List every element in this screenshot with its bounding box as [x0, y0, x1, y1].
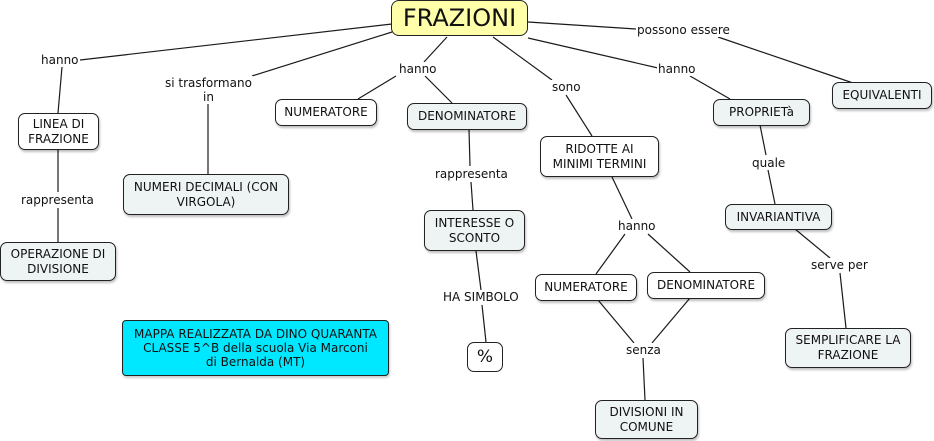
- link-label-senza: senza: [625, 343, 662, 357]
- node-semplificare-frazione[interactable]: SEMPLIFICARE LA FRAZIONE: [785, 328, 911, 368]
- link-label-hanno-center: hanno: [398, 62, 438, 76]
- link-line: [423, 36, 448, 63]
- link-label-ha-simbolo: HA SIMBOLO: [442, 290, 520, 304]
- link-line: [481, 304, 487, 343]
- node-ridotte-minimi-termini[interactable]: RIDOTTE AI MINIMI TERMINI: [540, 136, 659, 177]
- node-numeri-decimali[interactable]: NUMERI DECIMALI (CON VIRGOLA): [123, 174, 289, 215]
- link-line: [759, 124, 767, 156]
- link-label-quale: quale: [751, 156, 787, 170]
- link-line: [57, 66, 63, 114]
- link-line: [611, 176, 633, 220]
- link-line: [424, 75, 453, 104]
- link-line: [767, 169, 776, 205]
- node-operazione-di-divisione[interactable]: OPERAZIONE DI DIVISIONE: [0, 242, 116, 281]
- link-label-rappresenta-left: rappresenta: [20, 193, 95, 207]
- link-line: [79, 23, 393, 61]
- node-equivalenti[interactable]: EQUIVALENTI: [832, 82, 932, 109]
- link-line: [475, 250, 482, 291]
- link-label-possono-essere: possono essere: [636, 23, 731, 37]
- link-line: [717, 36, 857, 85]
- link-line: [595, 233, 626, 275]
- link-line: [794, 228, 831, 259]
- link-line: [468, 129, 471, 167]
- link-line: [565, 94, 593, 137]
- link-line: [527, 37, 659, 69]
- node-denominatore-low[interactable]: DENOMINATORE: [647, 272, 765, 299]
- link-line: [689, 75, 731, 100]
- link-line: [839, 272, 847, 329]
- link-label-hanno-left: hanno: [40, 53, 80, 67]
- link-line: [470, 181, 474, 211]
- link-label-sono: sono: [551, 80, 582, 94]
- node-linea-di-frazione[interactable]: LINEA DI FRAZIONE: [18, 113, 99, 150]
- title-node[interactable]: FRAZIONI: [391, 0, 528, 36]
- node-percent-symbol[interactable]: %: [467, 342, 503, 372]
- link-line: [651, 297, 691, 344]
- link-line: [642, 357, 646, 401]
- node-proprieta[interactable]: PROPRIETà: [713, 99, 810, 126]
- link-line: [251, 31, 393, 77]
- link-line: [597, 299, 635, 344]
- node-numeratore-top[interactable]: NUMERATORE: [275, 99, 377, 126]
- link-line: [647, 233, 691, 273]
- link-label-hanno-right: hanno: [657, 62, 697, 76]
- link-line: [527, 21, 637, 30]
- link-label-hanno-ridotte: hanno: [617, 219, 657, 233]
- node-interesse-o-sconto[interactable]: INTERESSE O SCONTO: [424, 210, 525, 251]
- link-line: [492, 36, 553, 81]
- node-denominatore-top[interactable]: DENOMINATORE: [407, 103, 527, 130]
- node-divisioni-in-comune[interactable]: DIVISIONI IN COMUNE: [595, 400, 698, 439]
- link-label-serve-per: serve per: [810, 258, 869, 272]
- node-invariantiva[interactable]: INVARIANTIVA: [725, 204, 832, 230]
- author-note: MAPPA REALIZZATA DA DINO QUARANTA CLASSE…: [122, 320, 389, 376]
- link-label-si-trasformano-in: si trasformano in: [164, 76, 253, 104]
- link-label-rappresenta-center: rappresenta: [434, 167, 509, 181]
- node-numeratore-low[interactable]: NUMERATORE: [535, 274, 637, 301]
- link-line: [357, 75, 397, 100]
